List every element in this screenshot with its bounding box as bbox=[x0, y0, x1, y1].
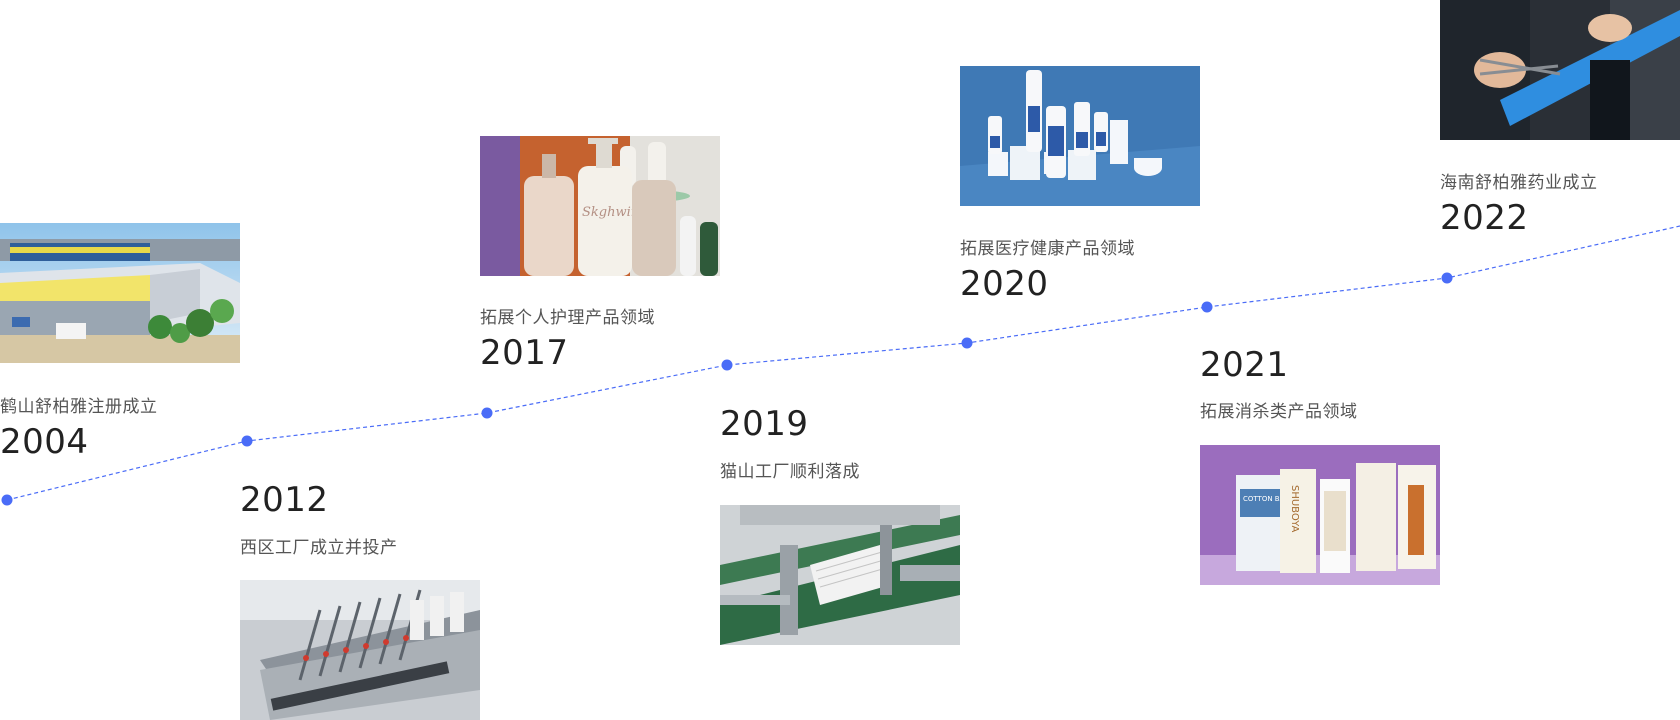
production-machinery-photo bbox=[240, 580, 480, 720]
medical-skincare-products-photo bbox=[960, 66, 1200, 206]
milestone-year-2004: 2004 bbox=[0, 422, 89, 462]
milestone-caption-2020: 拓展医疗健康产品领域 bbox=[960, 239, 1135, 259]
milestone-caption-2022: 海南舒柏雅药业成立 bbox=[1440, 173, 1598, 193]
milestone-caption-2004: 鹤山舒柏雅注册成立 bbox=[0, 397, 158, 417]
milestone-year-2017: 2017 bbox=[480, 333, 569, 373]
milestone-caption-2012: 西区工厂成立并投产 bbox=[240, 538, 398, 558]
milestone-year-2019: 2019 bbox=[720, 404, 809, 444]
timeline-dot-2019 bbox=[721, 359, 733, 371]
milestone-year-2021: 2021 bbox=[1200, 345, 1289, 385]
bottle-brand-text: Skghwin bbox=[582, 205, 639, 220]
timeline-dot-2004 bbox=[1, 494, 13, 506]
factory-aerial-photo bbox=[0, 223, 240, 363]
milestone-caption-2019: 猫山工厂顺利落成 bbox=[720, 462, 860, 482]
milestone-year-2020: 2020 bbox=[960, 264, 1049, 304]
milestone-caption-2021: 拓展消杀类产品领域 bbox=[1200, 402, 1358, 422]
cotton-products-photo: COTTON BALLS SHUBOYA bbox=[1200, 445, 1440, 585]
milestone-year-2022: 2022 bbox=[1440, 198, 1529, 238]
timeline-dot-2020 bbox=[961, 337, 973, 349]
timeline-dot-2022 bbox=[1441, 272, 1453, 284]
timeline-dot-2017 bbox=[481, 407, 493, 419]
milestone-caption-2017: 拓展个人护理产品领域 bbox=[480, 308, 655, 328]
timeline-dot-2012 bbox=[241, 435, 253, 447]
cotton-brand-text: SHUBOYA bbox=[1289, 485, 1300, 533]
cotton-label-text: COTTON BALLS bbox=[1243, 495, 1297, 503]
personal-care-bottles-photo: Skghwin bbox=[480, 136, 720, 276]
packaging-line-photo bbox=[720, 505, 960, 645]
timeline-dot-2021 bbox=[1201, 301, 1213, 313]
ribbon-cutting-photo bbox=[1440, 0, 1680, 140]
milestone-year-2012: 2012 bbox=[240, 480, 329, 520]
